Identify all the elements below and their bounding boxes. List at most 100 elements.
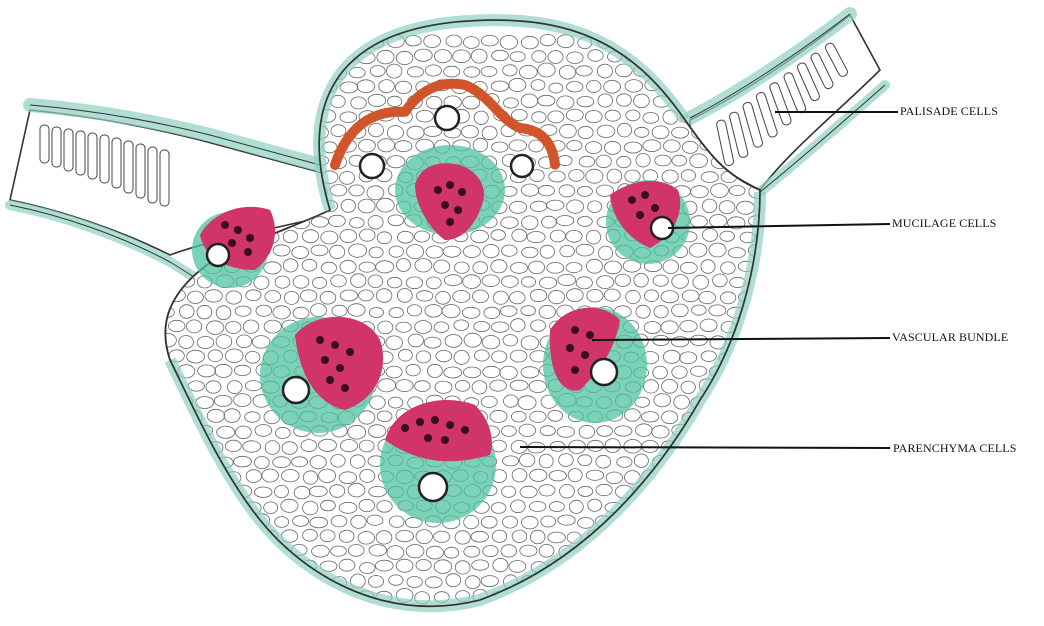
parenchyma-cell	[217, 35, 233, 46]
parenchyma-cell	[731, 515, 746, 527]
parenchyma-cell	[254, 575, 270, 586]
parenchyma-cell	[580, 576, 595, 589]
parenchyma-cell	[311, 38, 327, 49]
parenchyma-cell	[691, 35, 705, 45]
parenchyma-cell	[272, 36, 290, 47]
parenchyma-cell	[178, 547, 195, 558]
parenchyma-cell	[227, 559, 242, 573]
parenchyma-cell	[236, 96, 252, 107]
parenchyma-cell	[186, 591, 203, 601]
parenchyma-cell	[207, 50, 221, 63]
parenchyma-cell	[225, 590, 239, 603]
parenchyma-cell	[169, 500, 185, 512]
parenchyma-cell	[710, 65, 724, 77]
parenchyma-cell	[168, 80, 185, 91]
parenchyma-cell	[683, 82, 698, 93]
parenchyma-cell	[167, 561, 185, 572]
parenchyma-cell	[671, 458, 687, 468]
parenchyma-cell	[729, 67, 745, 79]
parenchyma-cell	[691, 546, 708, 559]
label-parenchyma-cells: PARENCHYMA CELLS	[893, 441, 1017, 456]
parenchyma-cell	[189, 533, 206, 543]
parenchyma-cell	[161, 486, 175, 499]
parenchyma-cell	[188, 469, 204, 481]
parenchyma-cell	[719, 531, 737, 542]
parenchyma-cell	[748, 335, 764, 348]
parenchyma-cell	[738, 502, 754, 513]
parenchyma-cell	[293, 123, 307, 137]
parenchyma-cell	[740, 379, 755, 393]
parenchyma-cell	[331, 35, 346, 48]
parenchyma-cell	[167, 530, 185, 540]
parenchyma-cell	[587, 561, 605, 573]
parenchyma-cell	[728, 487, 746, 497]
parenchyma-cell	[170, 50, 185, 60]
parenchyma-cell	[730, 34, 745, 46]
parenchyma-cell	[663, 470, 678, 481]
parenchyma-cell	[720, 500, 737, 511]
parenchyma-cell	[729, 575, 744, 588]
parenchyma-cell	[737, 528, 754, 542]
parenchyma-cell	[273, 95, 288, 107]
parenchyma-cell	[160, 456, 176, 470]
parenchyma-cell	[236, 65, 251, 78]
parenchyma-cell	[644, 531, 659, 543]
parenchyma-cell	[636, 546, 651, 560]
parenchyma-cell	[253, 126, 270, 136]
parenchyma-cell	[623, 591, 641, 603]
parenchyma-cell	[720, 439, 737, 452]
parenchyma-cell	[265, 111, 280, 124]
parenchyma-cell	[720, 50, 735, 61]
parenchyma-cell	[719, 411, 736, 425]
parenchyma-cell	[701, 470, 715, 484]
parenchyma-cell	[206, 562, 223, 573]
parenchyma-cell	[159, 516, 174, 529]
parenchyma-cell	[199, 515, 215, 527]
parenchyma-cell	[529, 590, 544, 604]
parenchyma-cell	[281, 110, 297, 121]
label-palisade-cells: PALISADE CELLS	[900, 104, 998, 119]
parenchyma-cell	[758, 470, 774, 483]
parenchyma-cell	[624, 531, 641, 544]
parenchyma-cell	[633, 37, 651, 48]
parenchyma-cell	[700, 80, 717, 91]
parenchyma-cell	[237, 575, 252, 586]
label-mucilage-cells: MUCILAGE CELLS	[892, 216, 996, 231]
parenchyma-cell	[681, 51, 697, 61]
parenchyma-cell	[720, 592, 737, 603]
parenchyma-cell	[757, 590, 772, 603]
parenchyma-cell	[244, 111, 261, 125]
parenchyma-cell	[186, 500, 203, 513]
parenchyma-cell	[757, 291, 772, 305]
parenchyma-cell	[746, 486, 763, 499]
parenchyma-cell	[691, 455, 706, 467]
parenchyma-cell	[227, 81, 242, 94]
parenchyma-cell	[710, 37, 727, 48]
parenchyma-cell	[568, 562, 585, 573]
parenchyma-cell	[663, 500, 680, 514]
parenchyma-cell	[693, 424, 707, 438]
parenchyma-cell	[177, 65, 193, 79]
parenchyma-cell	[158, 277, 175, 288]
parenchyma-cell	[699, 52, 716, 62]
parenchyma-cell	[166, 590, 183, 601]
parenchyma-cell	[283, 50, 297, 62]
parenchyma-cell	[597, 573, 613, 587]
parenchyma-cell	[169, 441, 186, 451]
parenchyma-cell	[749, 546, 766, 556]
parenchyma-cell	[176, 423, 193, 437]
parenchyma-cell	[750, 305, 765, 319]
parenchyma-cell	[206, 81, 222, 92]
parenchyma-cell	[294, 575, 308, 586]
parenchyma-cell	[321, 50, 335, 64]
parenchyma-cell	[758, 350, 773, 362]
parenchyma-cell	[598, 545, 612, 558]
parenchyma-cell	[641, 561, 659, 573]
parenchyma-cell	[699, 501, 715, 511]
parenchyma-cell	[263, 561, 279, 571]
parenchyma-cell	[198, 35, 213, 48]
label-vascular-bundle: VASCULAR BUNDLE	[892, 330, 1008, 345]
parenchyma-cell	[730, 455, 747, 469]
parenchyma-cell	[681, 500, 699, 513]
parenchyma-cell	[216, 575, 232, 586]
